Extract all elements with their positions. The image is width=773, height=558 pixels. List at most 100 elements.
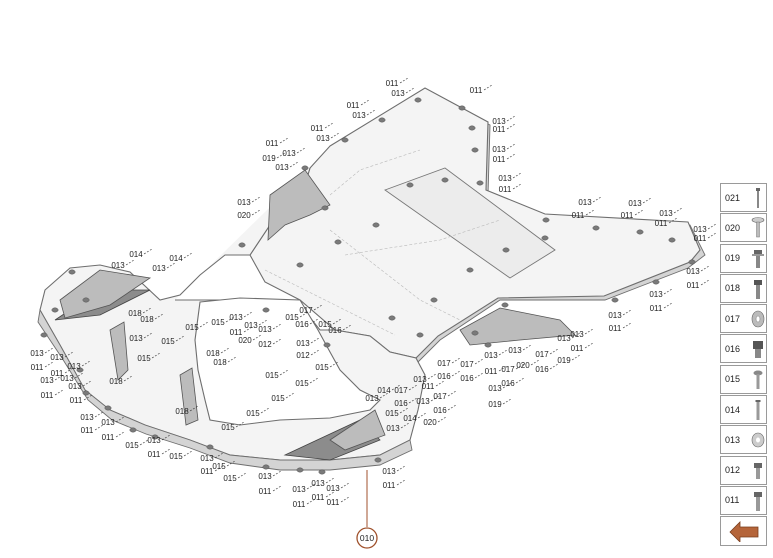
part-label[interactable]: 011	[81, 426, 94, 435]
legend-item-018[interactable]: 018	[720, 273, 767, 303]
part-label[interactable]: 020	[516, 361, 530, 370]
part-label[interactable]: 017	[394, 386, 408, 395]
part-label[interactable]: 011	[31, 363, 44, 372]
part-label[interactable]: 011	[312, 493, 325, 502]
part-label[interactable]: 016	[295, 320, 309, 329]
part-label[interactable]: 018	[140, 315, 154, 324]
part-label[interactable]: 013	[60, 374, 74, 383]
part-label[interactable]: 017	[433, 392, 447, 401]
part-label[interactable]: 013	[282, 149, 296, 158]
part-label[interactable]: 013	[258, 325, 272, 334]
part-label[interactable]: 016	[433, 406, 447, 415]
part-label[interactable]: 014	[377, 386, 391, 395]
part-label[interactable]: 018	[109, 377, 123, 386]
legend-item-016[interactable]: 016	[720, 334, 767, 364]
legend-item-014[interactable]: 014	[720, 395, 767, 425]
part-label[interactable]: 015	[271, 394, 285, 403]
part-label[interactable]: 011	[609, 324, 622, 333]
part-label[interactable]: 017	[501, 365, 515, 374]
legend-item-017[interactable]: 017	[720, 304, 767, 334]
part-label[interactable]: 019	[488, 400, 502, 409]
part-label[interactable]: 013	[129, 334, 143, 343]
part-label[interactable]: 014	[129, 250, 143, 259]
part-label[interactable]: 011	[650, 304, 663, 313]
part-label[interactable]: 018	[175, 407, 189, 416]
part-label[interactable]: 018	[213, 358, 227, 367]
part-label[interactable]: 011	[383, 481, 396, 490]
part-label[interactable]: 013	[68, 382, 82, 391]
part-label[interactable]: 015	[318, 320, 332, 329]
part-label[interactable]: 020	[238, 336, 252, 345]
part-label[interactable]: 013	[557, 334, 571, 343]
part-label[interactable]: 016	[328, 326, 342, 335]
part-label[interactable]: 015	[212, 462, 226, 471]
part-label[interactable]: 015	[161, 337, 175, 346]
part-label[interactable]: 013	[152, 264, 166, 273]
part-label[interactable]: 011	[293, 500, 306, 509]
part-label[interactable]: 011	[201, 467, 214, 476]
part-label[interactable]: 011	[422, 382, 435, 391]
part-label[interactable]: 013	[147, 436, 161, 445]
part-label[interactable]: 011	[655, 219, 668, 228]
part-label[interactable]: 013	[40, 376, 54, 385]
part-label[interactable]: 012	[296, 351, 310, 360]
part-label[interactable]: 011	[347, 101, 360, 110]
part-label[interactable]: 019	[557, 356, 571, 365]
part-label[interactable]: 018	[128, 309, 142, 318]
part-label[interactable]: 016	[460, 374, 474, 383]
part-label[interactable]: 011	[102, 433, 115, 442]
part-label[interactable]: 011	[148, 450, 161, 459]
part-label[interactable]: 013	[101, 418, 115, 427]
part-label[interactable]: 013	[382, 467, 396, 476]
part-label[interactable]: 020	[423, 418, 437, 427]
part-label[interactable]: 013	[484, 351, 498, 360]
legend-item-012[interactable]: 012	[720, 455, 767, 485]
part-label[interactable]: 013	[488, 384, 502, 393]
part-label[interactable]: 015	[125, 441, 139, 450]
part-label[interactable]: 018	[206, 349, 220, 358]
part-label[interactable]: 013	[492, 145, 506, 154]
part-label[interactable]: 015	[385, 409, 399, 418]
part-label[interactable]: 011	[687, 281, 700, 290]
part-label[interactable]: 014	[403, 414, 417, 423]
part-label[interactable]: 013	[275, 163, 289, 172]
part-label[interactable]: 013	[237, 198, 251, 207]
part-label[interactable]: 013	[80, 413, 94, 422]
part-label[interactable]: 016	[394, 399, 408, 408]
part-label[interactable]: 011	[621, 211, 634, 220]
back-navigation-button[interactable]	[720, 516, 767, 547]
part-label[interactable]: 016	[535, 365, 549, 374]
part-label[interactable]: 020	[237, 211, 251, 220]
part-label[interactable]: 019	[262, 154, 276, 163]
part-label[interactable]: 013	[311, 479, 325, 488]
legend-item-015[interactable]: 015	[720, 364, 767, 394]
part-label[interactable]: 011	[470, 86, 483, 95]
part-label[interactable]: 015	[246, 409, 260, 418]
part-label[interactable]: 013	[111, 261, 125, 270]
part-label[interactable]: 016	[501, 379, 515, 388]
part-label[interactable]: 015	[295, 379, 309, 388]
part-label[interactable]: 013	[258, 472, 272, 481]
part-label[interactable]: 011	[259, 487, 272, 496]
part-label[interactable]: 011	[571, 344, 584, 353]
part-label[interactable]: 013	[386, 424, 400, 433]
legend-item-011[interactable]: 011	[720, 485, 767, 515]
part-label[interactable]: 013	[365, 394, 379, 403]
part-label[interactable]: 013	[50, 353, 64, 362]
part-label[interactable]: 013	[296, 339, 310, 348]
part-label[interactable]: 015	[223, 474, 237, 483]
part-label[interactable]: 015	[265, 371, 279, 380]
part-label[interactable]: 013	[492, 117, 506, 126]
part-label[interactable]: 011	[493, 125, 506, 134]
part-label[interactable]: 011	[41, 391, 54, 400]
part-label[interactable]: 011	[386, 79, 399, 88]
part-label[interactable]: 011	[70, 396, 83, 405]
part-label[interactable]: 013	[649, 290, 663, 299]
part-label[interactable]: 013	[570, 330, 584, 339]
part-label[interactable]: 015	[137, 354, 151, 363]
part-label[interactable]: 011	[493, 155, 506, 164]
part-label[interactable]: 013	[508, 346, 522, 355]
part-label[interactable]: 015	[285, 313, 299, 322]
part-label[interactable]: 011	[327, 498, 340, 507]
part-label[interactable]: 012	[258, 340, 272, 349]
